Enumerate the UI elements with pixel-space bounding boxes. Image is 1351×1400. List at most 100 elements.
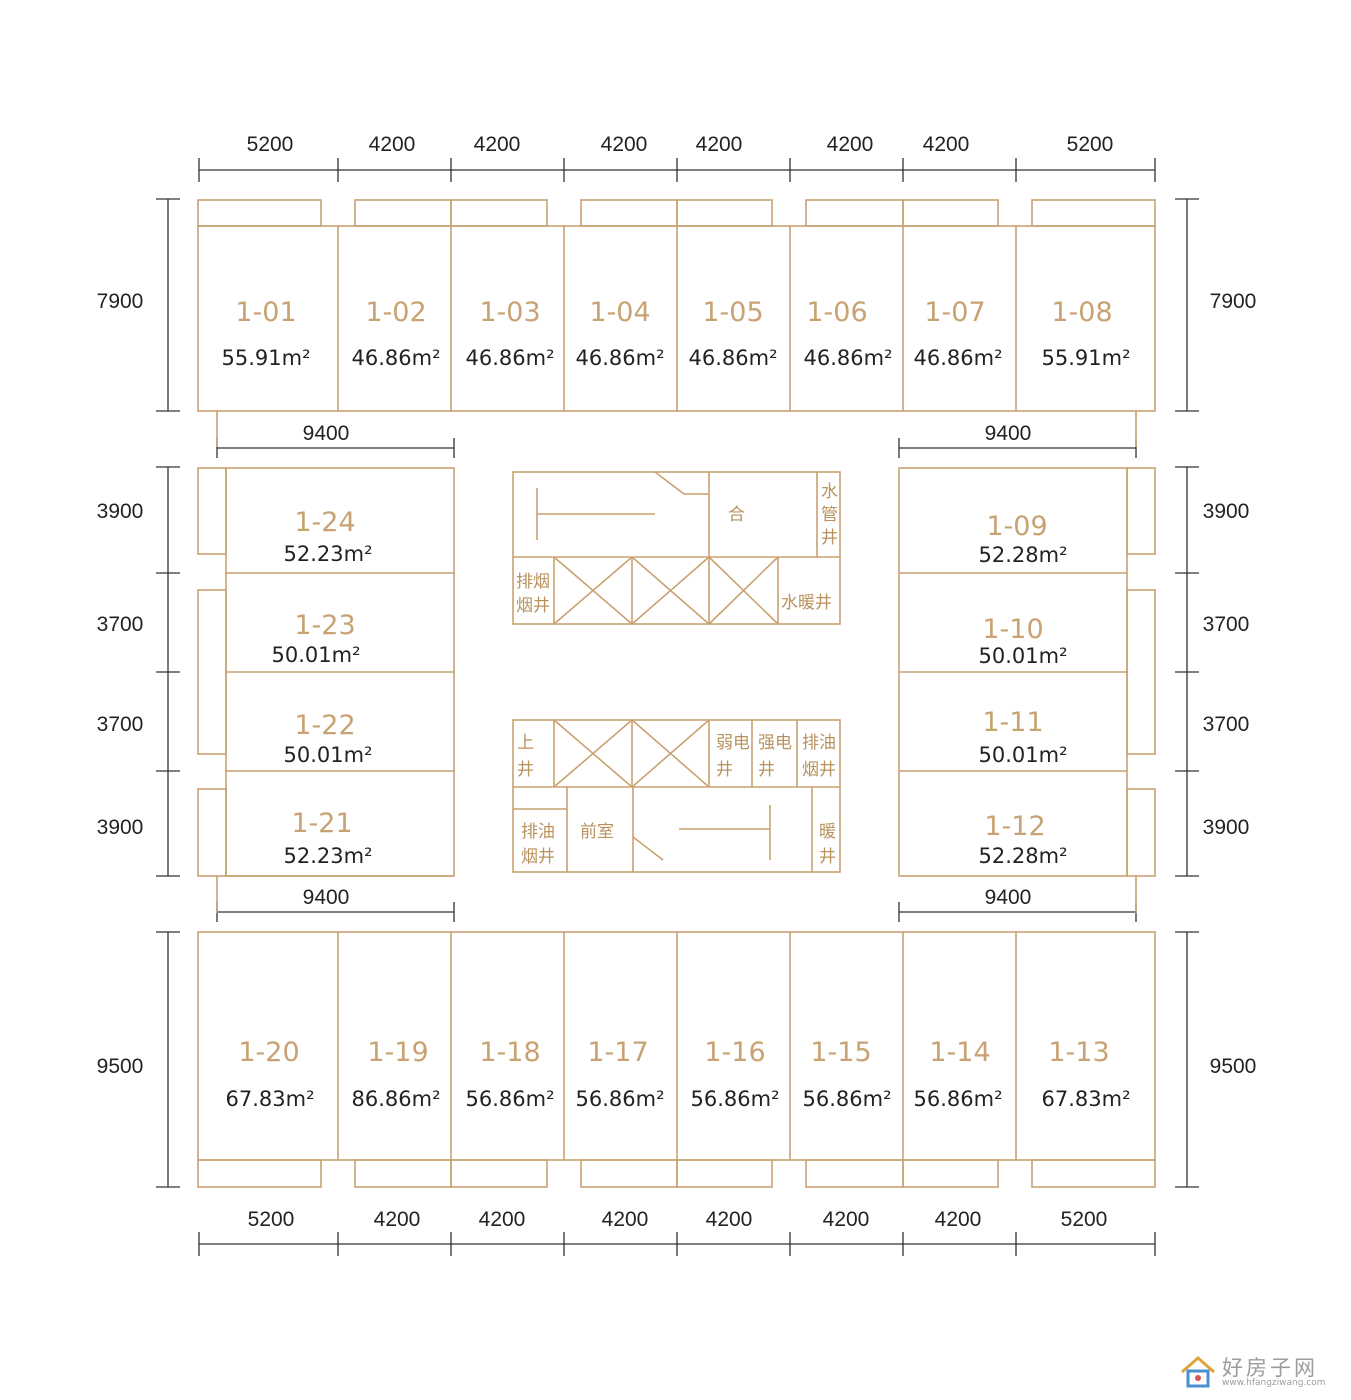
unit-number: 1-23 — [294, 610, 355, 641]
unit-area: 56.86m² — [914, 1087, 1003, 1111]
top-dim-label: 4200 — [474, 133, 521, 156]
right-dim-label: 9500 — [1210, 1055, 1257, 1078]
oil-smoke-shaft-label: 烟井 — [802, 760, 836, 780]
unit-area: 46.86m² — [689, 346, 778, 370]
top-dimension-labels: 5200 4200 4200 4200 4200 4200 4200 5200 — [247, 133, 1114, 156]
wing-dimension-labels: 9400 9400 9400 9400 — [303, 422, 1032, 909]
bottom-dim-label: 4200 — [479, 1208, 526, 1231]
unit-area: 67.83m² — [226, 1087, 315, 1111]
top-dim-label: 4200 — [601, 133, 648, 156]
unit-area: 46.86m² — [352, 346, 441, 370]
unit-area: 56.86m² — [691, 1087, 780, 1111]
dimension-lines — [156, 158, 1199, 1256]
wing-dim-label: 9400 — [303, 422, 350, 445]
unit-area: 46.86m² — [466, 346, 555, 370]
walls — [197, 199, 1156, 1188]
strong-electric-shaft-label: 强电 — [758, 733, 792, 753]
unit-area: 50.01m² — [979, 644, 1068, 668]
strong-electric-shaft-label: 井 — [758, 760, 775, 780]
unit-area: 46.86m² — [914, 346, 1003, 370]
right-dim-label: 7900 — [1210, 290, 1257, 313]
right-dim-label: 3900 — [1203, 500, 1250, 523]
unit-number: 1-04 — [589, 297, 650, 328]
top-dim-label: 5200 — [1067, 133, 1114, 156]
unit-area: 46.86m² — [576, 346, 665, 370]
unit-area: 86.86m² — [352, 1087, 441, 1111]
units-left: 1-24 52.23m² 1-23 50.01m² 1-22 50.01m² 1… — [272, 507, 373, 868]
unit-area: 55.91m² — [222, 346, 311, 370]
unit-area: 56.86m² — [576, 1087, 665, 1111]
unit-number: 1-19 — [367, 1037, 428, 1068]
bottom-dim-label: 4200 — [706, 1208, 753, 1231]
water-shaft-label: 井 — [821, 528, 838, 548]
core-labels: 合 水 管 井 排烟 烟井 水暖井 上 井 弱电 井 强电 井 排油 烟井 排油… — [516, 482, 838, 867]
unit-number: 1-06 — [806, 297, 867, 328]
unit-area: 52.28m² — [979, 543, 1068, 567]
unit-number: 1-07 — [924, 297, 985, 328]
unit-number: 1-14 — [929, 1037, 990, 1068]
right-dim-label: 3700 — [1203, 613, 1250, 636]
left-dim-label: 7900 — [97, 290, 144, 313]
bottom-dim-label: 5200 — [1061, 1208, 1108, 1231]
unit-number: 1-02 — [365, 297, 426, 328]
unit-number: 1-03 — [479, 297, 540, 328]
unit-number: 1-12 — [984, 811, 1045, 842]
front-room-label: 前室 — [580, 822, 614, 842]
unit-area: 56.86m² — [466, 1087, 555, 1111]
unit-number: 1-01 — [235, 297, 296, 328]
units-bottom: 1-20 67.83m² 1-19 86.86m² 1-18 56.86m² 1… — [226, 1037, 1131, 1111]
unit-area: 52.23m² — [284, 844, 373, 868]
right-dim-label: 3700 — [1203, 713, 1250, 736]
unit-number: 1-21 — [291, 808, 352, 839]
watermark: 好房子网 www.hfangziwang.com — [1178, 1352, 1338, 1392]
wing-dim-label: 9400 — [303, 886, 350, 909]
left-dimension-labels: 7900 3900 3700 3700 3900 9500 — [97, 290, 144, 1078]
unit-number: 1-15 — [810, 1037, 871, 1068]
weak-electric-shaft-label: 井 — [716, 760, 733, 780]
bottom-dim-label: 5200 — [248, 1208, 295, 1231]
bottom-dim-label: 4200 — [935, 1208, 982, 1231]
watermark-url: www.hfangziwang.com — [1222, 1378, 1326, 1388]
unit-area: 52.28m² — [979, 844, 1068, 868]
right-dimension-labels: 7900 3900 3700 3700 3900 9500 — [1203, 290, 1257, 1078]
left-dim-label: 9500 — [97, 1055, 144, 1078]
stair-shaft-label: 上 — [517, 733, 534, 753]
unit-number: 1-09 — [986, 511, 1047, 542]
wing-dim-label: 9400 — [985, 422, 1032, 445]
unit-number: 1-22 — [294, 710, 355, 741]
unit-number: 1-18 — [479, 1037, 540, 1068]
heating-shaft-label: 暖 — [819, 822, 836, 842]
unit-area: 50.01m² — [272, 643, 361, 667]
water-shaft-label: 水 — [821, 482, 838, 502]
house-logo-icon — [1181, 1356, 1215, 1388]
unit-area: 52.23m² — [284, 542, 373, 566]
bottom-dim-label: 4200 — [602, 1208, 649, 1231]
top-dim-label: 4200 — [923, 133, 970, 156]
top-dim-label: 4200 — [369, 133, 416, 156]
weak-electric-shaft-label: 弱电 — [716, 733, 750, 753]
water-heating-shaft-label: 水暖井 — [781, 593, 832, 613]
units-right: 1-09 52.28m² 1-10 50.01m² 1-11 50.01m² 1… — [979, 511, 1068, 868]
unit-number: 1-20 — [238, 1037, 299, 1068]
left-dim-label: 3700 — [97, 613, 144, 636]
top-dim-label: 4200 — [696, 133, 743, 156]
unit-area: 50.01m² — [284, 743, 373, 767]
oil-smoke-shaft-label: 排油 — [521, 822, 555, 842]
smoke-shaft-label: 排烟 — [516, 572, 550, 592]
unit-number: 1-11 — [982, 707, 1043, 738]
oil-smoke-shaft-label: 排油 — [802, 733, 836, 753]
unit-number: 1-24 — [294, 507, 355, 538]
left-dim-label: 3900 — [97, 500, 144, 523]
watermark-title: 好房子网 — [1222, 1356, 1318, 1380]
bottom-dimension-labels: 5200 4200 4200 4200 4200 4200 4200 5200 — [248, 1208, 1108, 1231]
unit-area: 67.83m² — [1042, 1087, 1131, 1111]
unit-area: 46.86m² — [804, 346, 893, 370]
unit-number: 1-10 — [982, 614, 1043, 645]
unit-number: 1-05 — [702, 297, 763, 328]
smoke-shaft-label: 烟井 — [516, 596, 550, 616]
unit-number: 1-13 — [1048, 1037, 1109, 1068]
oil-smoke-shaft-label: 烟井 — [521, 847, 555, 867]
units-top: 1-01 55.91m² 1-02 46.86m² 1-03 46.86m² 1… — [222, 297, 1131, 370]
wing-dim-label: 9400 — [985, 886, 1032, 909]
